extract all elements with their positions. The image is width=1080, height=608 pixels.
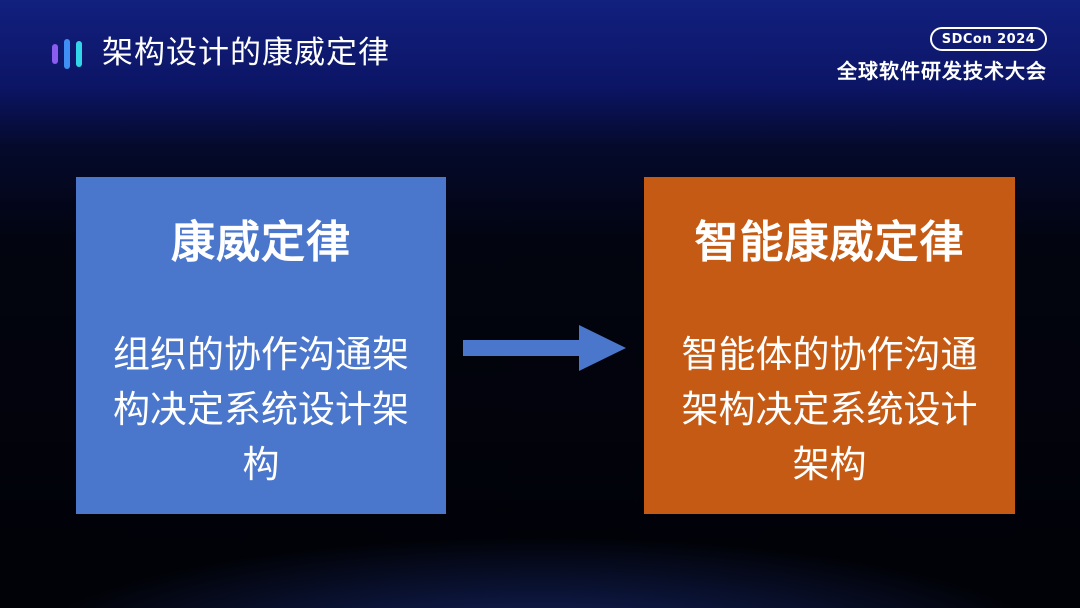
intelligent-conway-law-card: 智能康威定律 智能体的协作沟通架构决定系统设计架构 (644, 177, 1015, 514)
card-heading: 智能康威定律 (694, 217, 965, 268)
conway-law-card: 康威定律 组织的协作沟通架构决定系统设计架构 (76, 177, 446, 514)
logo-bar (52, 44, 58, 64)
logo-bars-icon (52, 37, 86, 71)
card-body: 组织的协作沟通架构决定系统设计架构 (113, 333, 409, 486)
arrow-head (579, 325, 626, 371)
logo-bar (64, 39, 70, 69)
card-heading: 康威定律 (171, 217, 351, 268)
event-badge: SDCon 2024 (930, 27, 1047, 51)
arrow-right-icon (463, 325, 626, 371)
logo-bar (76, 41, 82, 67)
card-body: 智能体的协作沟通架构决定系统设计架构 (681, 333, 978, 486)
page-title: 架构设计的康威定律 (102, 35, 390, 71)
arrow-shaft (463, 340, 581, 356)
event-name: 全球软件研发技术大会 (837, 59, 1047, 83)
